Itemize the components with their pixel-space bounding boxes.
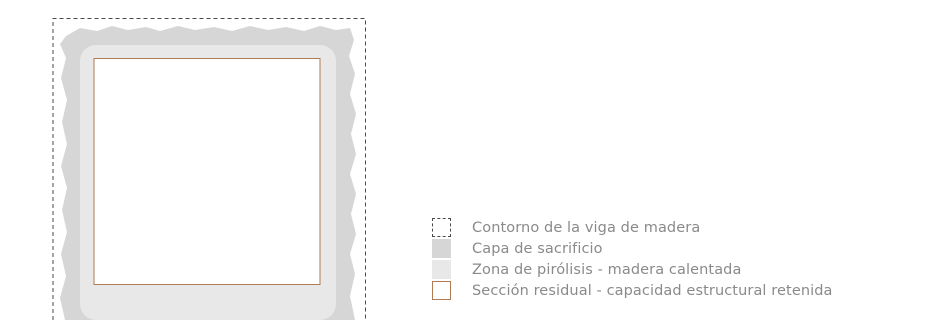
legend: Contorno de la viga de madera Capa de sa… <box>432 217 833 301</box>
legend-label: Capa de sacrificio <box>472 240 603 257</box>
legend-label: Contorno de la viga de madera <box>472 219 701 236</box>
legend-label: Zona de pirólisis - madera calentada <box>472 261 742 278</box>
pyrolysis-zone-swatch <box>432 260 451 279</box>
legend-item-pyrolysis-zone: Zona de pirólisis - madera calentada <box>432 259 833 280</box>
beam-outline <box>52 18 366 320</box>
outline-swatch <box>432 218 451 237</box>
legend-item-sacrificial-layer: Capa de sacrificio <box>432 238 833 259</box>
residual-section-swatch <box>432 281 451 300</box>
legend-item-residual-section: Sección residual - capacidad estructural… <box>432 280 833 301</box>
residual-section <box>93 58 321 285</box>
legend-item-outline: Contorno de la viga de madera <box>432 217 833 238</box>
legend-label: Sección residual - capacidad estructural… <box>472 282 833 299</box>
sacrificial-layer-swatch <box>432 239 451 258</box>
